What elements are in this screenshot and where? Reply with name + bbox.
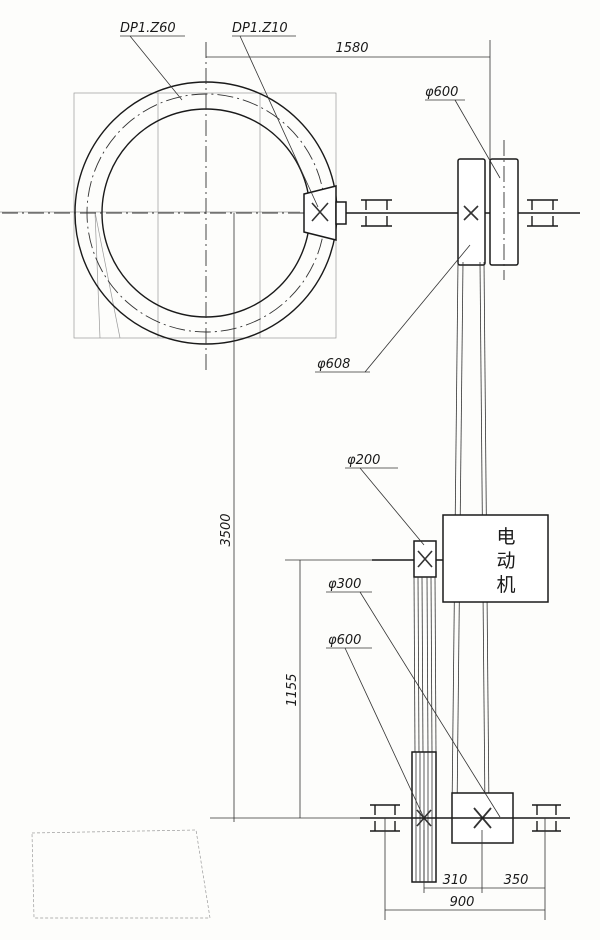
- pinion: [303, 185, 347, 241]
- motor-char-1: 电: [496, 526, 515, 548]
- bearing-bottom-right: [532, 804, 561, 832]
- belt-short: [413, 576, 437, 753]
- label-gear-small: DP1.Z10: [232, 21, 319, 208]
- label-gear-large-text: DP1.Z60: [120, 21, 176, 36]
- label-gear-small-text: DP1.Z10: [232, 21, 288, 36]
- label-pulley-200-text: φ200: [347, 453, 380, 468]
- dim-bottom: 310 350 900: [384, 818, 546, 920]
- label-gear-large: DP1.Z60: [120, 21, 185, 101]
- pulley-motor: [413, 540, 437, 578]
- dim-350-text: 350: [504, 873, 529, 888]
- label-pulley-600-bottom: φ600: [326, 633, 425, 819]
- dim-1155: 1155: [285, 559, 372, 818]
- label-pulley-200: φ200: [345, 453, 425, 546]
- label-pulley-300-text: φ300: [328, 577, 361, 592]
- gear-frame: [0, 92, 337, 339]
- dim-1580-text: 1580: [335, 41, 368, 56]
- dim-310-text: 310: [443, 873, 468, 888]
- label-pulley-608: φ608: [315, 244, 471, 373]
- dim-1580: 1580: [206, 40, 491, 160]
- motor-char-2: 动: [496, 550, 515, 572]
- label-pulley-608-text: φ608: [317, 357, 350, 372]
- dim-1155-text: 1155: [285, 673, 300, 706]
- motor-char-3: 机: [496, 574, 515, 596]
- dim-3500: 3500: [219, 513, 234, 546]
- label-pulley-600-top-text: φ600: [425, 85, 458, 100]
- label-pulley-600-top: φ600: [425, 85, 501, 179]
- dim-900-text: 900: [450, 895, 475, 910]
- bearing-top-right: [527, 199, 558, 227]
- label-pulley-600-bottom-text: φ600: [328, 633, 361, 648]
- motor: 电 动 机: [442, 514, 549, 603]
- pulley-top-left: [457, 158, 486, 266]
- label-pulley-300: φ300: [326, 577, 501, 818]
- note-box: [31, 829, 211, 919]
- bearing-top-left: [361, 199, 392, 227]
- dim-3500-text: 3500: [219, 513, 234, 546]
